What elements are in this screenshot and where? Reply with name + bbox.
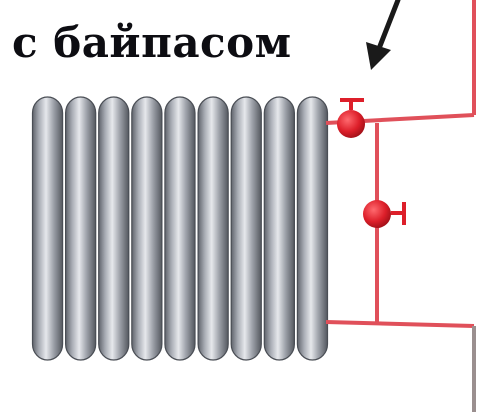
radiator-section xyxy=(296,96,329,361)
ball-valve-icon xyxy=(337,98,365,138)
radiator xyxy=(31,96,329,361)
caption: с байпасом xyxy=(12,18,292,67)
piping xyxy=(325,0,476,412)
radiator-section xyxy=(164,96,196,361)
radiator-section xyxy=(64,96,97,361)
arrow-icon xyxy=(366,0,401,70)
radiator-section xyxy=(98,96,130,361)
radiator-section xyxy=(31,96,64,361)
bypass-valve-icon xyxy=(363,200,406,228)
radiator-section xyxy=(263,96,295,361)
radiator-section xyxy=(230,96,262,361)
radiator-section xyxy=(197,96,229,361)
radiator-section xyxy=(131,96,163,361)
return-branch xyxy=(325,320,475,328)
